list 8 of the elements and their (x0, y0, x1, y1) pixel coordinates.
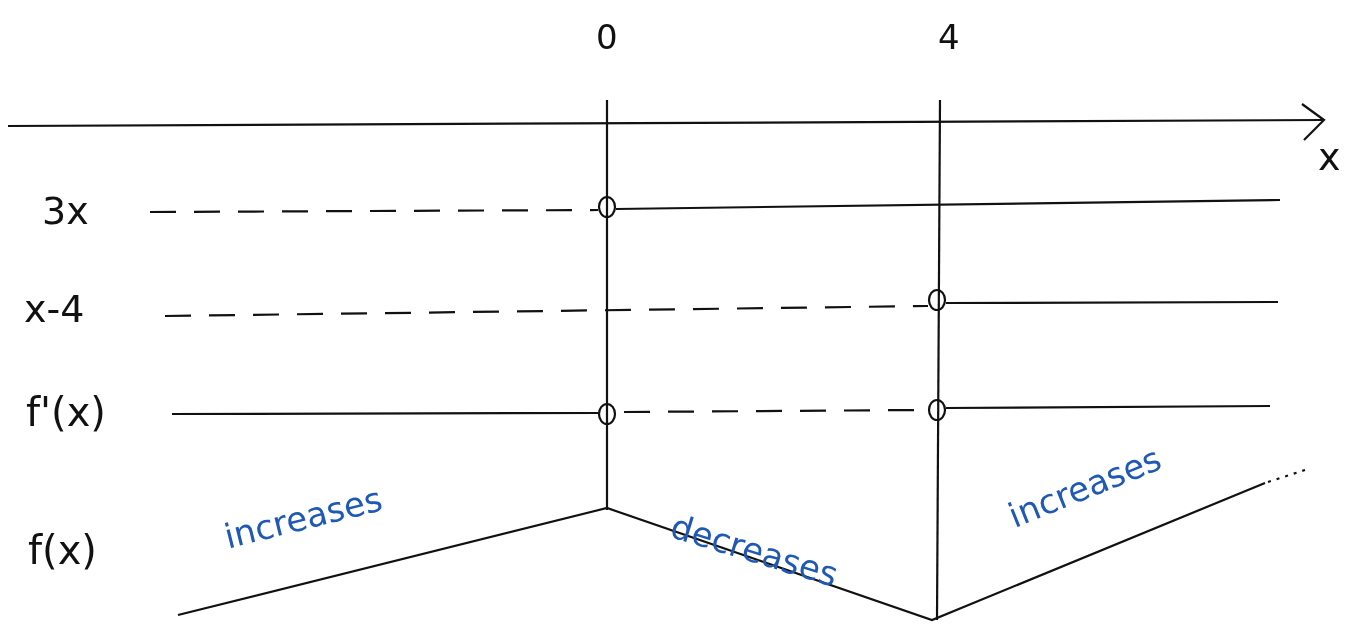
axis-label: x (1318, 138, 1341, 176)
tick-label: 0 (596, 20, 618, 54)
row-label: f(x) (28, 530, 97, 570)
row-label: 3x (42, 192, 89, 230)
row-label: x-4 (24, 290, 85, 328)
row-label: f'(x) (26, 392, 106, 432)
tick-label: 4 (938, 20, 960, 54)
trend-label: increases (220, 481, 386, 554)
